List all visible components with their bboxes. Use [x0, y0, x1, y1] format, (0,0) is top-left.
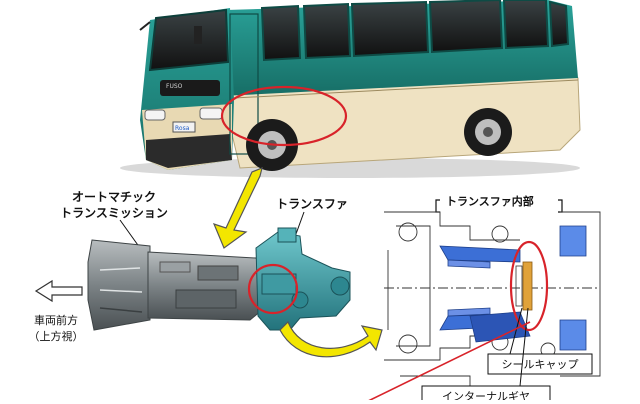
transmission-assembly: [87, 239, 263, 331]
label-inter-gear: インターナルギヤ: [442, 390, 530, 400]
cutaway-internal-gear: [522, 261, 533, 311]
bus-brand-label: FUSO: [166, 83, 183, 90]
bus-mirror-arm: [139, 21, 151, 31]
label-transfer: トランスファ: [276, 197, 348, 211]
bus-headlight-right: [199, 107, 223, 120]
label-seal-cap: シールキャップ: [502, 358, 579, 371]
leader-transfer: [295, 211, 305, 235]
bus-mirror: [194, 26, 202, 44]
bus-highlight-ellipse: [220, 85, 348, 147]
transfer-assembly: [255, 227, 351, 331]
transfer-output-flange: [330, 276, 350, 296]
label-auto-transmission-line1: オートマチック: [72, 190, 156, 204]
transmission-rib: [99, 307, 143, 313]
bus-headlight-left: [144, 109, 166, 121]
bus-grille: [160, 80, 220, 96]
bus-door: [229, 13, 259, 155]
yellow-arrow-curved: [279, 320, 383, 358]
transfer-case: [255, 231, 351, 331]
transfer-top-flange: [277, 227, 297, 243]
transmission-rib: [99, 267, 141, 271]
cutaway-bracket-left: [435, 199, 440, 213]
bus-side-trim: [233, 79, 579, 99]
bus-model-label: Rosa: [175, 125, 190, 132]
bus-illustration: FUSO Rosa: [120, 0, 581, 178]
transmission-oil-pan: [175, 289, 237, 309]
seal-cap-box: [487, 353, 593, 375]
bus-windshield: [148, 8, 230, 72]
transmission-rib: [99, 289, 143, 293]
cutaway-linework: [384, 211, 601, 390]
label-auto-transmission-line2: トランスミッション: [60, 206, 168, 220]
cutaway-bracket-right: [558, 199, 563, 213]
transfer-input-housing: [261, 273, 297, 295]
bus-rear-wheel: [464, 108, 512, 156]
transmission-detail: [197, 265, 239, 281]
label-vehicle-front-line2: （上方視）: [29, 329, 84, 343]
yellow-arrow-down: [212, 167, 263, 249]
bus-plate: [172, 121, 196, 133]
transfer-cutaway: トランスファ内部: [384, 194, 601, 404]
bus-bumper: [146, 134, 232, 168]
cutaway-highlight-ellipse: [509, 240, 549, 332]
transmission-detail: [159, 261, 191, 273]
transmission-bell-housing: [87, 239, 151, 331]
bus-shadow: [120, 158, 580, 178]
leader-inter-gear: [519, 307, 529, 387]
red-leader-line: [361, 321, 531, 404]
leader-seal-cap: [509, 307, 523, 355]
vehicle-front-arrow: [34, 279, 83, 303]
cutaway-seal-cap: [515, 265, 523, 307]
label-transfer-internal: トランスファ内部: [446, 194, 534, 208]
bus-side-windows: [260, 0, 570, 62]
transfer-highlight-circle: [247, 263, 299, 315]
label-vehicle-front-line1: 車両前方: [34, 313, 78, 327]
